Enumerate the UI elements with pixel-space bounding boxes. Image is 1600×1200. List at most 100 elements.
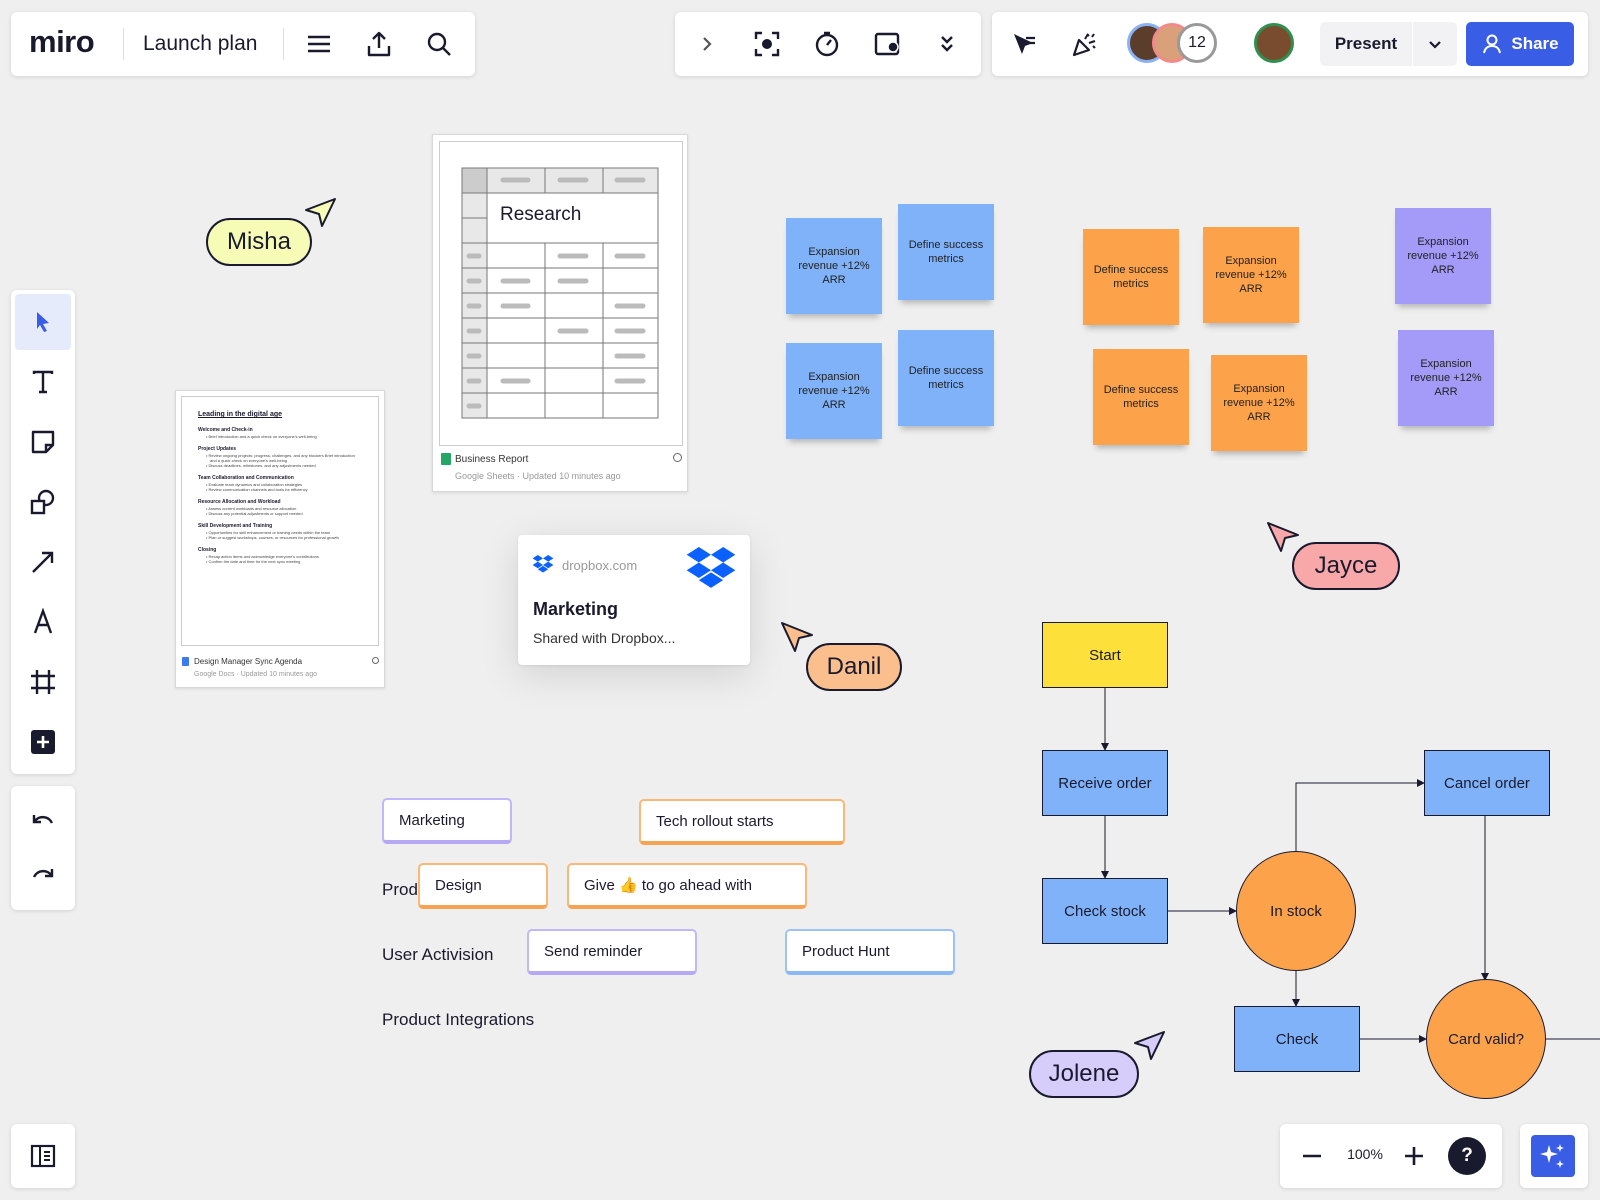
sidebar-toggle-icon [25, 1138, 61, 1174]
sticky-note[interactable]: Expansion revenue +12% ARR [1211, 355, 1307, 451]
task-card-send-reminder[interactable]: Send reminder [527, 929, 697, 975]
sticky-note[interactable]: Expansion revenue +12% ARR [786, 218, 882, 314]
cursor-name: Misha [226, 228, 292, 255]
frame-icon[interactable] [25, 664, 61, 700]
add-icon[interactable] [25, 724, 61, 760]
sticky-note[interactable]: Expansion revenue +12% ARR [1203, 227, 1299, 323]
sticky-note[interactable]: Expansion revenue +12% ARR [1398, 330, 1494, 426]
task-card-design[interactable]: Design [418, 863, 548, 909]
flow-label: Start [1089, 646, 1121, 664]
doc-section: Skill Development and Training• Opportun… [198, 523, 362, 540]
select-icon[interactable] [25, 304, 61, 340]
header-divider [123, 28, 124, 60]
present-button[interactable]: Present [1320, 22, 1412, 66]
sticky-text: Define success metrics [908, 239, 984, 265]
undo-icon[interactable] [25, 804, 61, 840]
cursor-name: Danil [826, 653, 882, 680]
board-tools-bar [675, 12, 981, 76]
flow-label: In stock [1270, 902, 1322, 920]
sticky-text: Expansion revenue +12% ARR [1407, 236, 1479, 276]
doc-bullet: • Review ongoing projects: progress, cha… [206, 453, 355, 463]
spreadsheet-grid-icon [461, 167, 659, 419]
search-icon[interactable] [421, 26, 457, 62]
flow-node-receive-order[interactable]: Receive order [1042, 750, 1168, 816]
flow-node-check-stock[interactable]: Check stock [1042, 878, 1168, 944]
flow-node-cancel-order[interactable]: Cancel order [1424, 750, 1550, 816]
doc-bullet: • Recap action items and acknowledge eve… [206, 554, 319, 559]
sticky-text: Expansion revenue +12% ARR [798, 371, 870, 411]
timer-icon[interactable] [809, 26, 845, 62]
dropbox-card[interactable]: dropbox.com Marketing Shared with Dropbo… [518, 535, 750, 665]
doc-section-heading: Team Collaboration and Communication [198, 475, 294, 481]
info-icon[interactable] [372, 657, 379, 664]
board-header: miro Launch plan [11, 12, 475, 76]
double-chevron-down-icon[interactable] [929, 26, 965, 62]
menu-icon[interactable] [301, 26, 337, 62]
dropbox-logo-icon [686, 547, 736, 594]
screen-record-icon[interactable] [869, 26, 905, 62]
cursor-pointer-icon [780, 621, 814, 660]
celebrate-icon[interactable] [1066, 26, 1102, 62]
flow-node-in-stock[interactable]: In stock [1236, 851, 1356, 971]
follow-cursor-icon[interactable] [1006, 26, 1042, 62]
user-icon [1483, 34, 1502, 54]
file-name: Design Manager Sync Agenda [194, 657, 303, 666]
sticky-text: Define success metrics [1103, 384, 1179, 410]
export-icon[interactable] [361, 26, 397, 62]
participant-count-label: 12 [1188, 34, 1206, 51]
sticky-note[interactable]: Define success metrics [898, 204, 994, 300]
file-updated: Updated 10 minutes ago [240, 671, 317, 678]
docs-card[interactable]: Leading in the digital age Welcome and C… [175, 390, 385, 688]
flow-node-card-valid[interactable]: Card valid? [1426, 979, 1546, 1099]
arrow-icon[interactable] [25, 544, 61, 580]
avatar[interactable] [1254, 23, 1294, 63]
zoom-in-icon[interactable] [1396, 1138, 1432, 1174]
flow-label: Receive order [1058, 774, 1152, 792]
redo-icon[interactable] [25, 858, 61, 894]
help-button[interactable]: ? [1448, 1137, 1486, 1175]
history-toolbar [11, 786, 75, 910]
task-card-product-hunt[interactable]: Product Hunt [785, 929, 955, 975]
sparkle-icon [1531, 1135, 1575, 1177]
flow-label: Cancel order [1444, 774, 1530, 792]
pen-icon[interactable] [25, 604, 61, 640]
share-button[interactable]: Share [1466, 22, 1574, 66]
sticky-note[interactable]: Define success metrics [1093, 349, 1189, 445]
sticky-note[interactable]: Define success metrics [898, 330, 994, 426]
task-label: Product Hunt [802, 942, 890, 960]
focus-icon[interactable] [749, 26, 785, 62]
flow-node-start[interactable]: Start [1042, 622, 1168, 688]
zoom-out-icon[interactable] [1294, 1138, 1330, 1174]
sticky-note[interactable]: Expansion revenue +12% ARR [786, 343, 882, 439]
board-title[interactable]: Launch plan [143, 32, 258, 55]
chevron-right-icon[interactable] [689, 26, 725, 62]
sticky-note[interactable]: Define success metrics [1083, 229, 1179, 325]
info-icon[interactable] [673, 453, 682, 462]
sticky-text: Expansion revenue +12% ARR [1215, 255, 1287, 295]
task-card-go-ahead[interactable]: Give 👍 to go ahead with [567, 863, 807, 909]
ai-assist[interactable] [1520, 1124, 1588, 1188]
file-source: Google Docs [194, 671, 235, 678]
panel-toggle[interactable] [11, 1124, 75, 1188]
doc-section: Resource Allocation and Workload• Assess… [198, 499, 362, 516]
miro-logo[interactable]: miro [29, 24, 95, 59]
flow-node-check[interactable]: Check [1234, 1006, 1360, 1072]
cursor-label-danil: Danil [806, 643, 902, 691]
participant-count[interactable]: 12 [1177, 23, 1217, 63]
doc-section: Team Collaboration and Communication• Ev… [198, 475, 362, 492]
shapes-icon[interactable] [25, 484, 61, 520]
sheet-preview: Research [439, 141, 683, 446]
text-icon[interactable] [25, 364, 61, 400]
cursor-label-jayce: Jayce [1292, 542, 1400, 590]
file-updated: Updated 10 minutes ago [522, 471, 621, 481]
sticky-note[interactable]: Expansion revenue +12% ARR [1395, 208, 1491, 304]
task-card-marketing[interactable]: Marketing [382, 798, 512, 844]
sheets-card[interactable]: Research Business Report Google Sheets ·… [432, 134, 688, 492]
present-options-button[interactable] [1413, 22, 1457, 66]
sticky-note-icon[interactable] [25, 424, 61, 460]
doc-section-heading: Closing [198, 547, 217, 553]
task-card-tech-rollout[interactable]: Tech rollout starts [639, 799, 845, 845]
flow-label: Check stock [1064, 902, 1146, 920]
zoom-level[interactable]: 100% [1347, 1146, 1383, 1162]
sticky-text: Expansion revenue +12% ARR [798, 246, 870, 286]
